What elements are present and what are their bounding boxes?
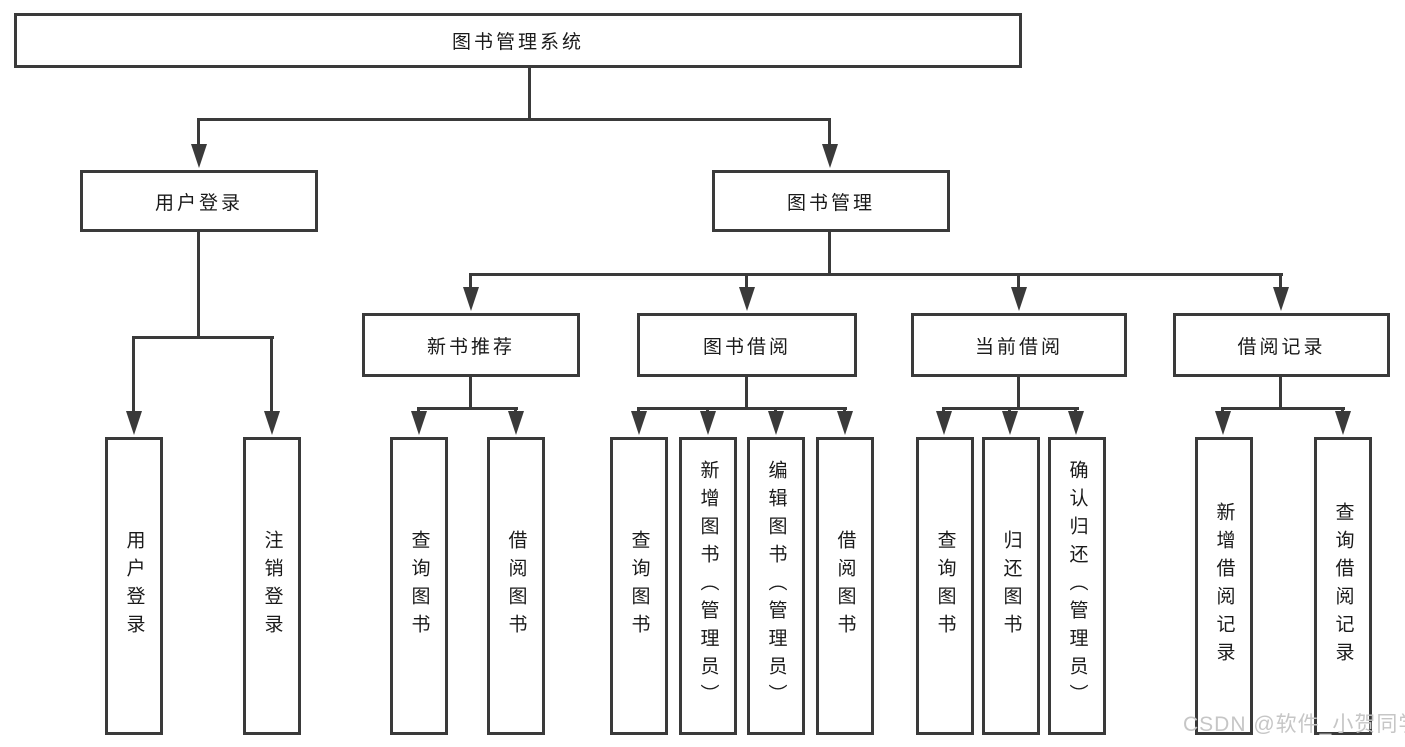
node-borrowing-records: 借阅记录 [1173,313,1390,377]
arrowhead-icon [631,411,647,435]
connector-line [469,377,472,409]
arrowhead-icon [1068,411,1084,435]
leaf-query-borrow-record-label: 查询借阅记录 [1332,502,1354,670]
connector-line [843,407,846,414]
leaf-query-books-current: 查询图书 [916,437,974,735]
connector-line [417,407,420,414]
connector-line [197,118,831,121]
connector-line [1074,407,1077,414]
arrowhead-icon [768,411,784,435]
connector-line [270,336,273,411]
leaf-query-books-borrowing: 查询图书 [610,437,668,735]
arrowhead-icon [126,411,142,435]
arrowhead-icon [700,411,716,435]
leaf-user-login: 用户登录 [105,437,163,735]
connector-line [774,407,777,414]
leaf-edit-book-admin-label: 编辑图书（管理员） [765,460,787,712]
leaf-borrow-books-recommend: 借阅图书 [487,437,545,735]
leaf-query-books-current-label: 查询图书 [934,530,956,642]
leaf-add-book-admin-label: 新增图书（管理员） [697,460,719,712]
connector-line [745,273,748,290]
leaf-query-books-borrowing-label: 查询图书 [628,530,650,642]
connector-line [469,273,1283,276]
arrowhead-icon [936,411,952,435]
leaf-user-login-label: 用户登录 [123,530,145,642]
leaf-confirm-return-admin-label: 确认归还（管理员） [1066,460,1088,712]
connector-line [132,336,135,411]
leaf-query-books-recommend-label: 查询图书 [408,530,430,642]
node-current-borrowing: 当前借阅 [911,313,1127,377]
connector-line [514,407,517,414]
leaf-confirm-return-admin: 确认归还（管理员） [1048,437,1106,735]
connector-line [417,407,518,410]
connector-line [637,407,847,410]
connector-line [469,273,472,290]
leaf-logout: 注销登录 [243,437,301,735]
arrowhead-icon [739,287,755,311]
connector-line [745,377,748,409]
connector-line [828,118,831,146]
arrowhead-icon [508,411,524,435]
leaf-return-book: 归还图书 [982,437,1040,735]
connector-line [1221,407,1345,410]
csdn-watermark: CSDN @软件_小贺同学 [1183,713,1405,736]
arrowhead-icon [837,411,853,435]
leaf-borrow-books-recommend-label: 借阅图书 [505,530,527,642]
arrowhead-icon [411,411,427,435]
arrowhead-icon [822,144,838,168]
arrowhead-icon [1215,411,1231,435]
connector-line [1279,273,1282,290]
leaf-edit-book-admin: 编辑图书（管理员） [747,437,805,735]
leaf-add-book-admin: 新增图书（管理员） [679,437,737,735]
arrowhead-icon [1002,411,1018,435]
connector-line [706,407,709,414]
connector-line [1008,407,1011,414]
node-book-management: 图书管理 [712,170,950,232]
connector-line [942,407,945,414]
leaf-borrow-books-label: 借阅图书 [834,530,856,642]
leaf-add-borrow-record-label: 新增借阅记录 [1213,502,1235,670]
arrowhead-icon [264,411,280,435]
connector-line [637,407,640,414]
leaf-query-books-recommend: 查询图书 [390,437,448,735]
arrowhead-icon [191,144,207,168]
node-user-login: 用户登录 [80,170,318,232]
connector-line [528,68,531,120]
arrowhead-icon [1335,411,1351,435]
connector-line [197,232,200,339]
node-new-book-recommend: 新书推荐 [362,313,580,377]
arrowhead-icon [1011,287,1027,311]
node-library-system: 图书管理系统 [14,13,1022,68]
arrowhead-icon [463,287,479,311]
leaf-add-borrow-record: 新增借阅记录 [1195,437,1253,735]
connector-line [1017,273,1020,290]
connector-line [828,232,831,276]
connector-line [1017,377,1020,409]
arrowhead-icon [1273,287,1289,311]
connector-line [197,118,200,146]
connector-line [1221,407,1224,414]
leaf-return-book-label: 归还图书 [1000,530,1022,642]
connector-line [1341,407,1344,414]
connector-line [1279,377,1282,409]
leaf-logout-label: 注销登录 [261,530,283,642]
leaf-borrow-books: 借阅图书 [816,437,874,735]
leaf-query-borrow-record: 查询借阅记录 [1314,437,1372,735]
node-book-borrowing: 图书借阅 [637,313,857,377]
connector-line [132,336,274,339]
